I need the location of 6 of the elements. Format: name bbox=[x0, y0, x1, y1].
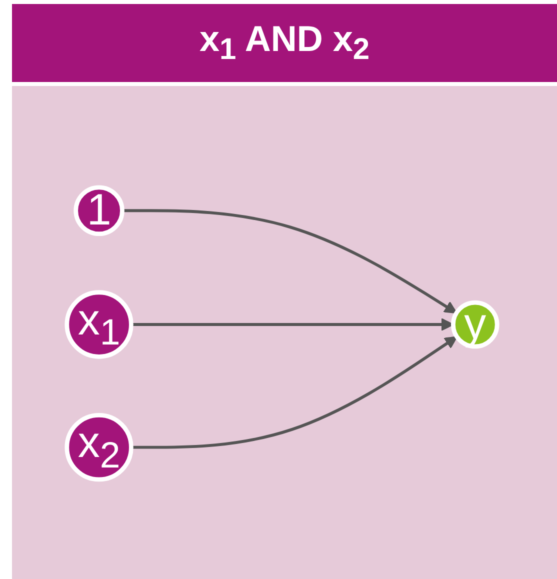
node-circle: x$_{2}$ bbox=[64, 413, 134, 482]
node-circle: x$_{1}$ bbox=[64, 290, 134, 359]
arrow bbox=[122, 209, 458, 314]
title: x$_{1}$ AND x$_{2}$ bbox=[199, 18, 370, 68]
arrow bbox=[131, 336, 458, 449]
node-circle: 1 bbox=[74, 185, 124, 236]
